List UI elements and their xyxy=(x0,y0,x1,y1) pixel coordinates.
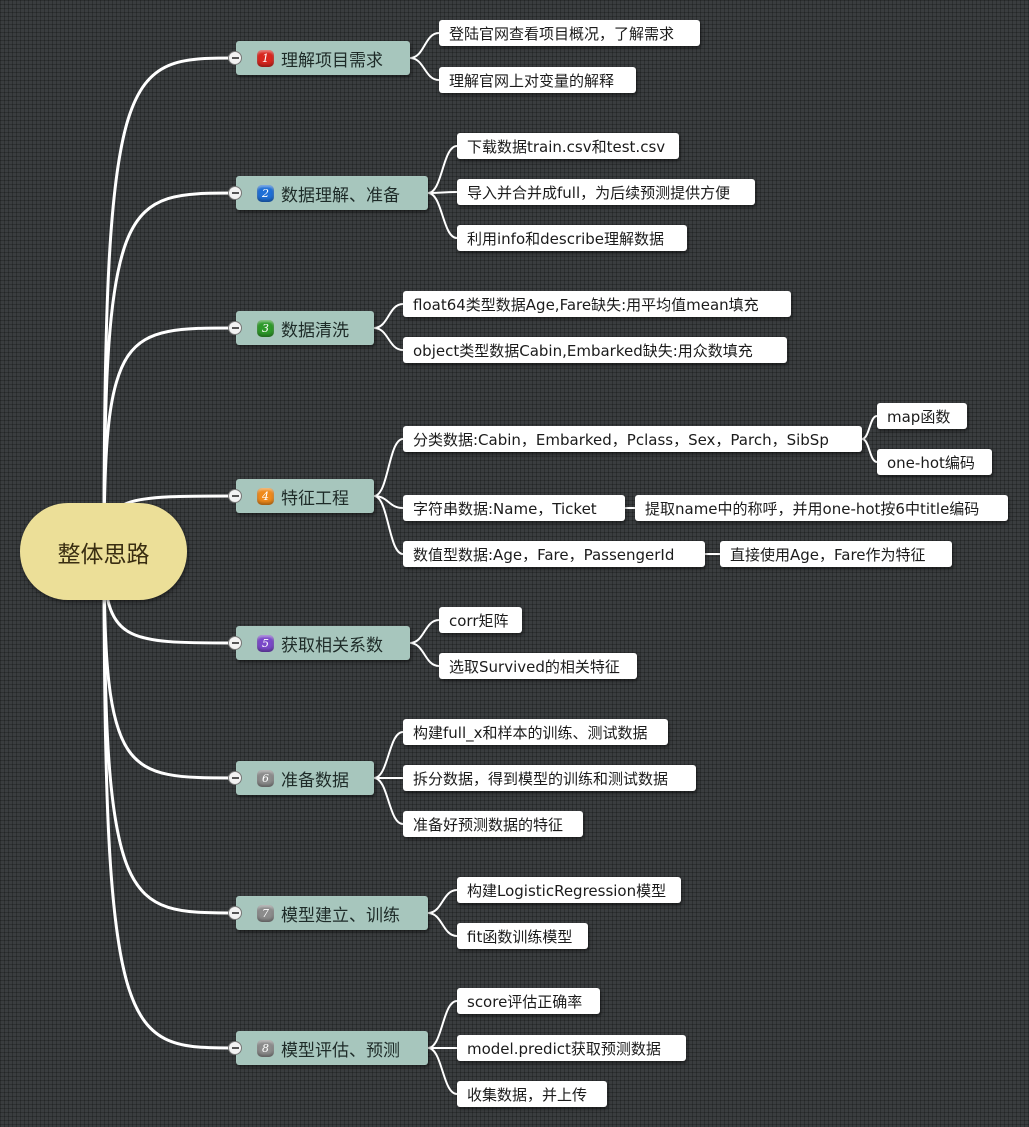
sub-branch xyxy=(427,145,458,194)
topic-4[interactable]: 4 特征工程 xyxy=(228,479,374,513)
topic-label: 获取相关系数 xyxy=(281,635,383,656)
main-branch-2 xyxy=(102,191,237,552)
detail-node[interactable]: 直接使用Age，Fare作为特征 xyxy=(720,541,952,567)
subtopic[interactable]: 理解官网上对变量的解释 xyxy=(439,67,636,93)
sub-branch xyxy=(373,731,404,779)
subtopic[interactable]: float64类型数据Age,Fare缺失:用平均值mean填充 xyxy=(403,291,791,317)
sub-branch xyxy=(427,889,458,914)
collapse-toggle-icon[interactable] xyxy=(228,771,242,785)
topic-label: 数据理解、准备 xyxy=(281,185,400,206)
main-branch-7 xyxy=(102,550,237,915)
main-branch-8 xyxy=(102,550,237,1050)
subtopic[interactable]: 构建full_x和样本的训练、测试数据 xyxy=(403,719,668,745)
sub-branch xyxy=(409,642,440,667)
topic-label: 数据清洗 xyxy=(281,320,349,341)
collapse-toggle-icon[interactable] xyxy=(228,636,242,650)
priority-4-icon: 4 xyxy=(257,487,274,505)
topic-label: 模型建立、训练 xyxy=(281,905,400,926)
sub-branch xyxy=(373,303,404,329)
topic-label: 理解项目需求 xyxy=(281,50,383,71)
sub-branch xyxy=(409,32,440,59)
priority-8-icon: 8 xyxy=(257,1039,274,1057)
main-branch-1 xyxy=(102,56,237,552)
topic-2[interactable]: 2 数据理解、准备 xyxy=(228,176,428,210)
subtopic[interactable]: 拆分数据，得到模型的训练和测试数据 xyxy=(403,765,696,791)
subtopic[interactable]: model.predict获取预测数据 xyxy=(457,1035,686,1061)
collapse-toggle-icon[interactable] xyxy=(228,906,242,920)
detail-branch xyxy=(861,438,878,463)
sub-branch xyxy=(427,191,458,194)
subtopic[interactable]: 收集数据，并上传 xyxy=(457,1081,607,1107)
sub-branch xyxy=(427,912,458,937)
sub-branch xyxy=(427,192,458,239)
subtopic[interactable]: 字符串数据:Name，Ticket xyxy=(403,495,625,521)
subtopic[interactable]: score评估正确率 xyxy=(457,988,600,1014)
subtopic[interactable]: object类型数据Cabin,Embarked缺失:用众数填充 xyxy=(403,337,787,363)
priority-3-icon: 3 xyxy=(257,319,274,337)
collapse-toggle-icon[interactable] xyxy=(228,51,242,65)
subtopic[interactable]: fit函数训练模型 xyxy=(457,923,588,949)
priority-5-icon: 5 xyxy=(257,634,274,652)
topic-label: 特征工程 xyxy=(281,488,349,509)
sub-branch xyxy=(409,619,440,644)
sub-branch xyxy=(427,1000,458,1049)
topic-3[interactable]: 3 数据清洗 xyxy=(228,311,374,345)
subtopic[interactable]: 准备好预测数据的特征 xyxy=(403,811,583,837)
collapse-toggle-icon[interactable] xyxy=(228,489,242,503)
detail-branch xyxy=(861,415,878,440)
collapse-toggle-icon[interactable] xyxy=(228,186,242,200)
subtopic[interactable]: 导入并合并成full，为后续预测提供方便 xyxy=(457,179,755,205)
topic-7[interactable]: 7 模型建立、训练 xyxy=(228,896,428,930)
subtopic[interactable]: 下载数据train.csv和test.csv xyxy=(457,133,679,159)
sub-branch xyxy=(373,495,404,555)
detail-node[interactable]: 提取name中的称呼，并用one-hot按6中title编码 xyxy=(635,495,1008,521)
detail-node[interactable]: one-hot编码 xyxy=(877,449,992,475)
sub-branch xyxy=(427,1047,458,1095)
collapse-toggle-icon[interactable] xyxy=(228,321,242,335)
priority-2-icon: 2 xyxy=(257,184,274,202)
priority-1-icon: 1 xyxy=(257,49,274,67)
sub-branch xyxy=(373,438,404,497)
collapse-toggle-icon[interactable] xyxy=(228,1041,242,1055)
topic-1[interactable]: 1 理解项目需求 xyxy=(228,41,410,75)
sub-branch xyxy=(373,327,404,351)
topic-6[interactable]: 6 准备数据 xyxy=(228,761,374,795)
central-topic[interactable]: 整体思路 xyxy=(20,503,187,600)
subtopic[interactable]: 构建LogisticRegression模型 xyxy=(457,877,681,903)
priority-7-icon: 7 xyxy=(257,904,274,922)
topic-8[interactable]: 8 模型评估、预测 xyxy=(228,1031,428,1065)
topic-label: 模型评估、预测 xyxy=(281,1040,400,1061)
subtopic[interactable]: 选取Survived的相关特征 xyxy=(439,653,637,679)
sub-branch xyxy=(373,777,404,825)
subtopic[interactable]: 数值型数据:Age，Fare，PassengerId xyxy=(403,541,705,567)
sub-branch xyxy=(409,57,440,81)
detail-node[interactable]: map函数 xyxy=(877,403,967,429)
subtopic[interactable]: corr矩阵 xyxy=(439,607,522,633)
subtopic[interactable]: 利用info和describe理解数据 xyxy=(457,225,687,251)
priority-6-icon: 6 xyxy=(257,769,274,787)
topic-label: 准备数据 xyxy=(281,770,349,791)
main-branch-3 xyxy=(102,326,237,552)
central-topic-label: 整体思路 xyxy=(57,541,150,568)
subtopic[interactable]: 分类数据:Cabin，Embarked，Pclass，Sex，Parch，Sib… xyxy=(403,426,862,452)
subtopic[interactable]: 登陆官网查看项目概况，了解需求 xyxy=(439,20,700,46)
topic-5[interactable]: 5 获取相关系数 xyxy=(228,626,410,660)
